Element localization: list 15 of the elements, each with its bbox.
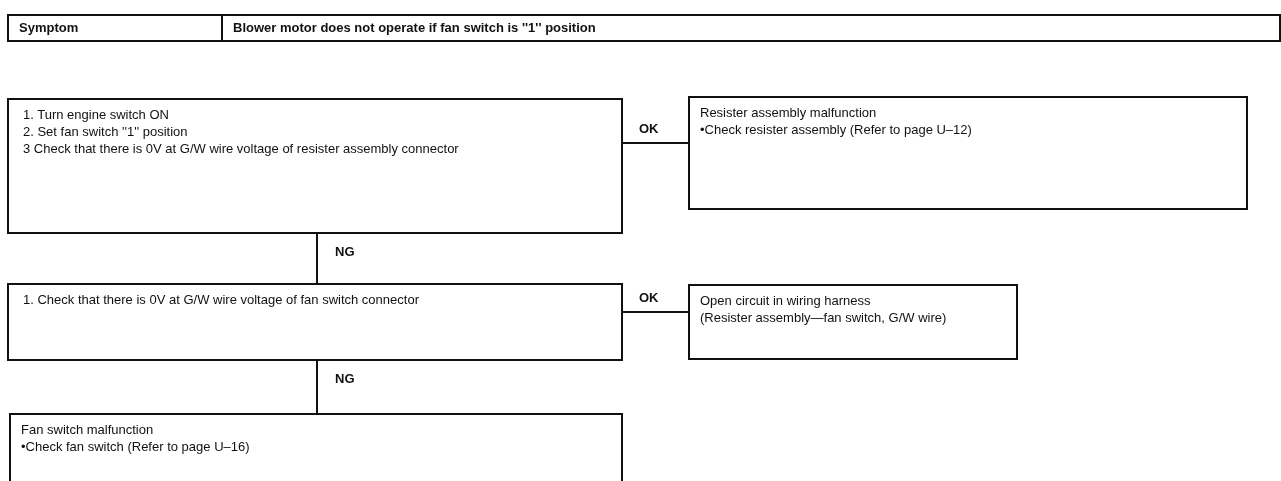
- edge-label: OK: [637, 290, 661, 305]
- edge-label: OK: [637, 121, 661, 136]
- step-box: 1. Check that there is 0V at G/W wire voltage of fan switch connector: [7, 283, 623, 361]
- step-box: 1. Turn engine switch ON 2. Set fan switch ''1'' position 3 Check that there is 0V at G/W wire voltage of resister assembly connector: [7, 98, 623, 234]
- table-cell: Blower motor does not operate if fan switch is ''1'' position: [221, 14, 1281, 42]
- table-cell: Symptom: [7, 14, 223, 42]
- step-box: Fan switch malfunction •Check fan switch (Refer to page U–16): [9, 413, 623, 481]
- connector-line: [622, 142, 689, 144]
- edge-label: NG: [333, 244, 357, 259]
- step-box: Resister assembly malfunction •Check resister assembly (Refer to page U–12): [688, 96, 1248, 210]
- connector-line: [316, 360, 318, 414]
- connector-line: [316, 233, 318, 284]
- connector-line: [622, 311, 689, 313]
- edge-label: NG: [333, 371, 357, 386]
- step-box: Open circuit in wiring harness (Resister assembly—fan switch, G/W wire): [688, 284, 1018, 360]
